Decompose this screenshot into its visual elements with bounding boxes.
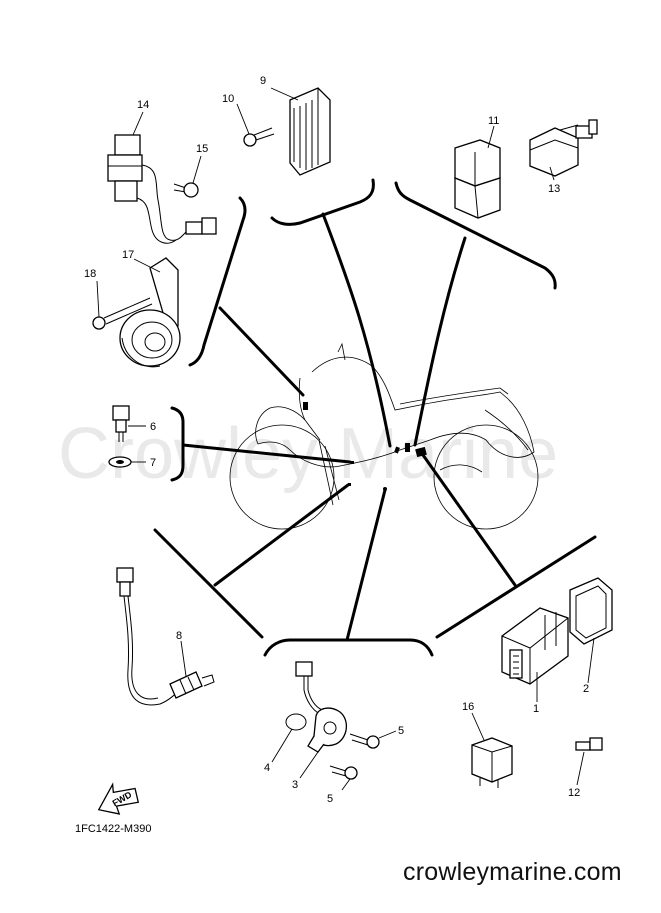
part-17-horn — [119, 309, 181, 368]
label-13: 13 — [548, 183, 560, 195]
label-17: 17 — [122, 249, 134, 261]
marker-dot — [348, 483, 351, 486]
label-5-lower: 5 — [327, 793, 333, 805]
callout-lines — [153, 178, 597, 657]
part-2-ecu-cover — [569, 577, 613, 645]
label-10: 10 — [222, 93, 234, 105]
watermark-text: Crowley Marine — [58, 414, 558, 494]
part-11-relay — [454, 139, 501, 219]
label-9: 9 — [260, 75, 266, 87]
label-7: 7 — [150, 457, 156, 469]
part-3-throttle-sensor — [295, 661, 347, 753]
part-1-ecu — [501, 607, 569, 685]
leader-lines — [96, 87, 595, 791]
label-6: 6 — [150, 421, 156, 433]
label-5-upper: 5 — [398, 725, 404, 737]
part-5-screw-lower — [329, 765, 358, 780]
part-5-screw-upper — [349, 733, 380, 749]
label-8: 8 — [176, 630, 182, 642]
part-9-regulator — [289, 87, 331, 176]
part-13-connector — [529, 119, 598, 177]
website-text: crowleymarine.com — [403, 858, 622, 886]
label-15: 15 — [196, 143, 208, 155]
label-4: 4 — [264, 762, 270, 774]
label-14: 14 — [137, 99, 149, 111]
diagram-code: 1FC1422-M390 — [75, 823, 151, 835]
label-18: 18 — [84, 268, 96, 280]
label-16: 16 — [462, 701, 474, 713]
marker-dot — [351, 461, 354, 464]
part-15-screw — [173, 182, 199, 198]
part-6-sensor — [112, 405, 130, 442]
part-14-relay — [107, 134, 217, 244]
part-8-o2-sensor — [116, 567, 215, 706]
part-4-o-ring — [285, 713, 307, 731]
motorcycle-outline — [229, 342, 539, 530]
label-3: 3 — [292, 779, 298, 791]
marker-dot — [303, 402, 308, 410]
fwd-arrow-icon: FWD — [97, 782, 140, 815]
part-7-washer — [108, 456, 132, 468]
label-11: 11 — [488, 115, 499, 127]
part-12-fuse — [575, 737, 603, 751]
label-12: 12 — [568, 787, 580, 799]
part-16-relay — [471, 737, 513, 788]
part-10-bolt — [243, 127, 275, 147]
label-2: 2 — [583, 683, 589, 695]
label-1: 1 — [533, 703, 539, 715]
